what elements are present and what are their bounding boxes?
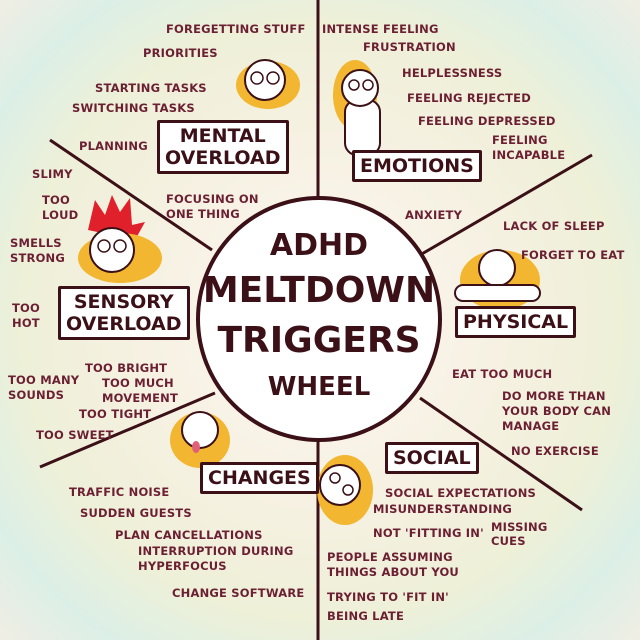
trigger-item: PRIORITIES	[143, 46, 218, 60]
mental-title-line1: MENTAL	[179, 125, 266, 147]
emotions-character-illustration	[333, 60, 381, 156]
trigger-item: SOCIAL EXPECTATIONS	[385, 486, 537, 500]
trigger-item: FRUSTRATION	[363, 40, 456, 54]
trigger-item: CUES	[491, 534, 526, 548]
trigger-item: ONE THING	[166, 207, 240, 221]
trigger-item: CHANGE SOFTWARE	[172, 586, 305, 600]
trigger-item: FEELING REJECTED	[407, 91, 531, 105]
trigger-item: SUDDEN GUESTS	[80, 506, 192, 520]
trigger-item: FEELING DEPRESSED	[418, 114, 556, 128]
emotions-label: EMOTIONS	[352, 150, 482, 182]
trigger-item: FORGET TO EAT	[521, 248, 625, 262]
trigger-item: INCAPABLE	[492, 148, 566, 162]
trigger-item: SMELLS	[10, 236, 62, 250]
trigger-item: BEING LATE	[327, 609, 405, 623]
trigger-item: TOO MUCH	[102, 376, 174, 390]
trigger-item: LACK OF SLEEP	[503, 219, 605, 233]
trigger-item: INTENSE FEELING	[322, 22, 439, 36]
center-title-adhd: ADHD	[269, 228, 369, 263]
trigger-item: TOO SWEET	[36, 428, 114, 442]
mental-title-line2: OVERLOAD	[165, 147, 281, 169]
trigger-item: MANAGE	[502, 419, 560, 433]
trigger-item: STRONG	[10, 251, 66, 265]
trigger-item: TOO BRIGHT	[85, 361, 168, 375]
trigger-item: FEELING	[492, 133, 548, 147]
trigger-item: HYPERFOCUS	[138, 559, 227, 573]
trigger-item: TOO	[12, 301, 40, 315]
trigger-item: MISUNDERSTANDING	[373, 502, 513, 516]
trigger-item: PLANNING	[79, 139, 148, 153]
trigger-item: HOT	[12, 316, 40, 330]
changes-label: CHANGES	[200, 462, 319, 494]
trigger-item: NO EXERCISE	[511, 444, 599, 458]
trigger-item: THINGS ABOUT YOU	[327, 565, 459, 579]
physical-character-illustration	[454, 249, 541, 310]
trigger-item: PLAN CANCELLATIONS	[115, 528, 263, 542]
trigger-item: FOCUSING ON	[166, 192, 259, 206]
trigger-item: DO MORE THAN	[502, 389, 606, 403]
trigger-item: FOREGETTING STUFF	[166, 22, 306, 36]
mental-overload-label: MENTAL OVERLOAD	[157, 120, 289, 174]
sensory-overload-label: SENSORY OVERLOAD	[58, 286, 190, 340]
trigger-item: MISSING	[491, 520, 548, 534]
social-label: SOCIAL	[385, 442, 479, 474]
trigger-item: TOO	[42, 193, 70, 207]
trigger-item: NOT 'FITTING IN'	[373, 526, 484, 540]
trigger-item: TOO MANY	[8, 373, 80, 387]
sensory-character-illustration	[78, 195, 162, 283]
trigger-item: TRYING TO 'FIT IN'	[327, 590, 449, 604]
sensory-title-line1: SENSORY	[73, 291, 174, 313]
trigger-item: PEOPLE ASSUMING	[327, 550, 453, 564]
trigger-item: SOUNDS	[8, 388, 65, 402]
wheel-center: ADHD MELTDOWN TRIGGERS WHEEL	[196, 196, 442, 442]
trigger-item: SLIMY	[32, 167, 73, 181]
trigger-item: HELPLESSNESS	[402, 66, 503, 80]
trigger-item: LOUD	[42, 208, 79, 222]
trigger-item: TRAFFIC NOISE	[69, 485, 170, 499]
sensory-title-line2: OVERLOAD	[66, 313, 182, 335]
center-title-wheel: WHEEL	[267, 372, 371, 402]
trigger-item: YOUR BODY CAN	[502, 404, 612, 418]
trigger-item: TOO TIGHT	[79, 407, 152, 421]
trigger-item: ANXIETY	[405, 208, 463, 222]
trigger-item: STARTING TASKS	[95, 81, 207, 95]
center-title-meltdown: MELTDOWN	[202, 270, 436, 311]
trigger-item: EAT TOO MUCH	[452, 367, 553, 381]
center-title-triggers: TRIGGERS	[217, 320, 421, 361]
physical-label: PHYSICAL	[455, 306, 577, 338]
trigger-item: SWITCHING TASKS	[72, 101, 195, 115]
trigger-item: INTERRUPTION DURING	[138, 544, 294, 558]
mental-character-illustration	[236, 59, 300, 109]
trigger-item: MOVEMENT	[102, 391, 179, 405]
social-character-illustration	[317, 455, 373, 525]
changes-character-illustration	[170, 411, 230, 468]
